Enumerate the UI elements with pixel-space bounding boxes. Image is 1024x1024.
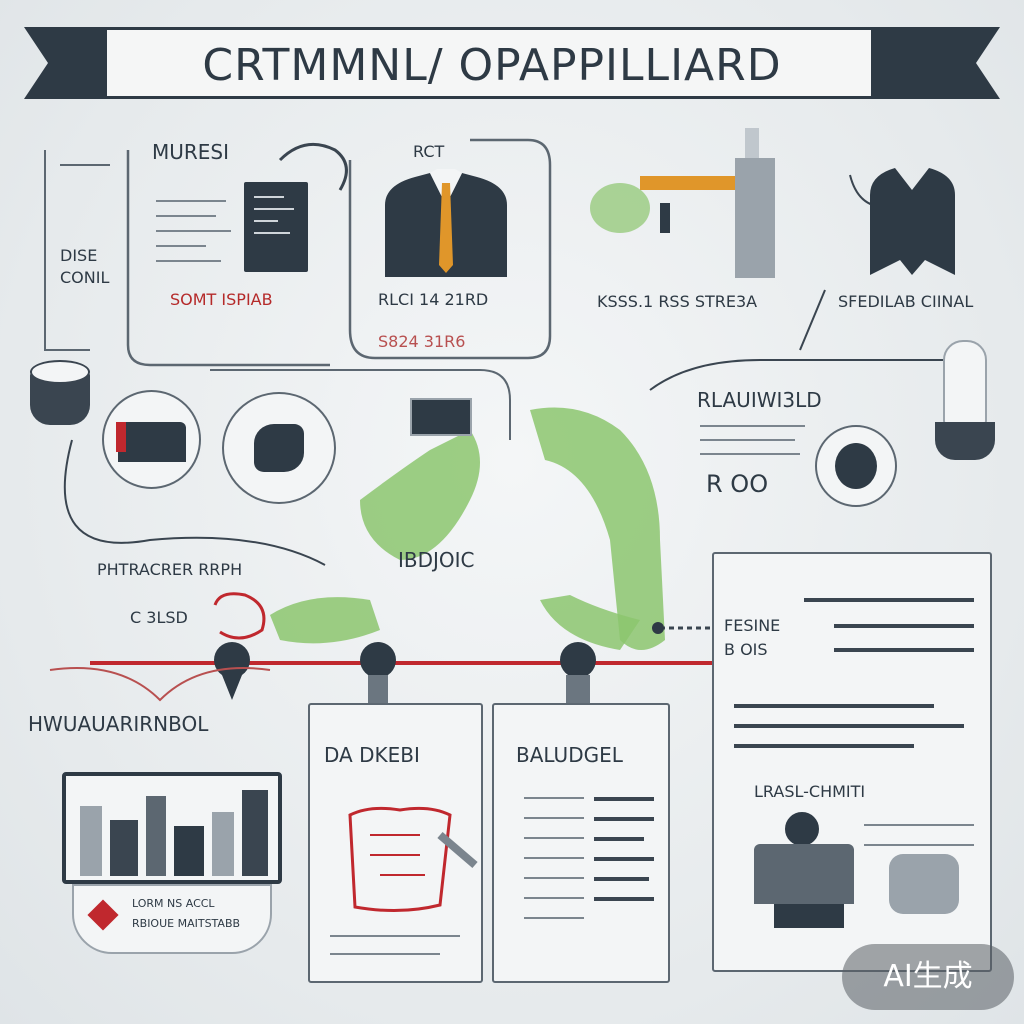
title-banner: CRTMMNL/ OPAPPILLIARD	[24, 27, 1000, 99]
machine-icon	[590, 128, 775, 278]
section-title-muresi: MURESI	[152, 140, 230, 164]
handwritten-note	[348, 806, 478, 913]
document-icon	[244, 182, 308, 272]
clipboard-card: DA DKEBI	[308, 703, 483, 983]
people-circle	[102, 390, 201, 489]
bottom-left-title: HWUAUARIRNBOL	[28, 712, 209, 736]
flow-line	[126, 150, 330, 367]
section-title-ksss: KSSS.1 RSS STRE3A	[597, 292, 758, 311]
card-title-baludgel: BALUDGEL	[516, 743, 623, 767]
card-title-dadkebi: DA DKEBI	[324, 743, 420, 767]
section-sub-s824: S824 31R6	[378, 332, 466, 351]
bottom-caption-1: LORM NS ACCL	[132, 897, 215, 910]
clipboard-card: BALUDGEL	[492, 703, 670, 983]
section-value-c3lsd: C 3LSD	[130, 608, 188, 627]
document-panel: FESINE B OIS LRASL-CHMITI	[712, 552, 992, 972]
monitor-icon	[410, 398, 472, 436]
page-title: CRTMMNL/ OPAPPILLIARD	[202, 40, 782, 91]
diamond-icon	[87, 899, 119, 931]
ai-generated-badge: AI生成	[842, 944, 1014, 1010]
timeline-pin	[560, 642, 596, 705]
person-avatar	[764, 809, 834, 879]
desk-block	[774, 904, 844, 928]
info-tag	[72, 884, 272, 954]
flow-line	[44, 150, 90, 351]
bottom-caption-2: RBIOUE MAITSTABB	[132, 917, 241, 930]
doc-label-fesine: FESINE	[724, 616, 781, 635]
flow-line	[348, 138, 552, 360]
doc-label-bois: B OIS	[724, 640, 768, 659]
doc-label-lrasl: LRASL-CHMITI	[754, 782, 866, 801]
center-label-ibdjoic: IBDJOIC	[398, 548, 475, 572]
jacket-icon	[870, 168, 955, 275]
cylinder-icon	[935, 330, 995, 460]
green-blob	[530, 407, 665, 650]
person-body	[754, 844, 854, 904]
cylinder-icon	[30, 340, 90, 425]
section-title-rct: RCT	[413, 142, 445, 161]
chart-block	[889, 854, 959, 914]
banner-ribbon-left	[24, 27, 104, 99]
city-screen	[62, 772, 282, 884]
section-title-phtracrer: PHTRACRER RRPH	[97, 560, 243, 579]
flow-line	[210, 369, 511, 440]
section-caption-somt: SOMT ISPIAB	[170, 290, 273, 309]
arrow-curve	[278, 142, 348, 191]
section-title-rlauiwi3ld: RLAUIWI3LD	[697, 388, 822, 412]
green-blob	[360, 430, 480, 560]
flow-line	[799, 289, 826, 351]
flow-line	[649, 359, 980, 391]
scribble-text-block	[156, 190, 236, 270]
timeline-pin	[214, 642, 250, 700]
section-caption-rlci: RLCI 14 21RD	[378, 290, 489, 309]
section-value-roo: R OO	[706, 470, 769, 498]
green-blob	[540, 595, 640, 650]
banner-body: CRTMMNL/ OPAPPILLIARD	[104, 27, 874, 99]
green-blob	[270, 597, 380, 644]
banner-ribbon-right	[870, 27, 1000, 99]
gear-circle	[222, 392, 336, 504]
suit-icon	[385, 169, 507, 277]
node-dot	[652, 622, 664, 634]
red-marker	[213, 592, 266, 640]
timeline-pin	[360, 642, 396, 705]
side-label-dise: DISE CONIL	[60, 246, 110, 287]
head-circle	[815, 425, 897, 507]
decorative-curve	[49, 667, 271, 702]
arrow-curve	[63, 439, 326, 566]
section-title-sfedilab: SFEDILAB CIINAL	[838, 292, 974, 311]
